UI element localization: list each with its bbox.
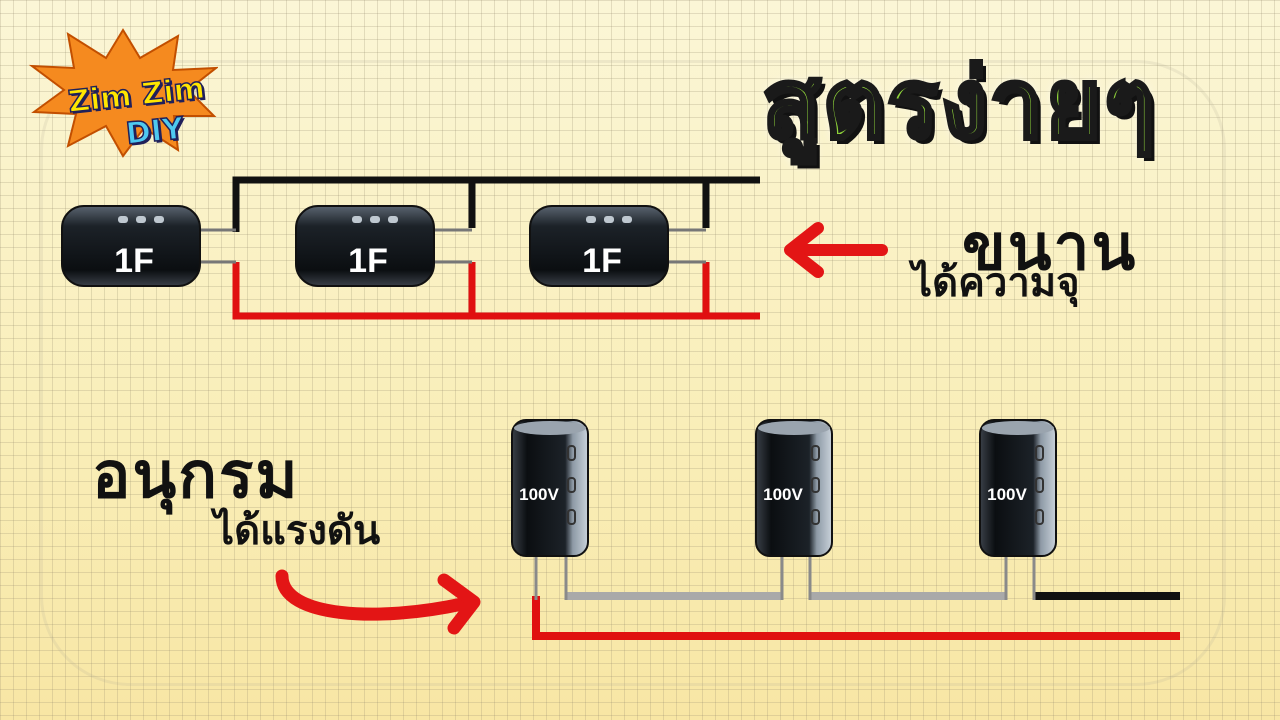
series-sublabel: ได้แรงดัน [214,508,381,554]
parallel-label: ขนาน [962,211,1138,285]
logo-burst [28,28,220,158]
parallel-black-bus [232,176,760,232]
parallel-capacitor-1 [61,205,236,287]
series-capacitor-2 [755,419,833,600]
series-capacitor-1-label: 100V [519,485,559,504]
parallel-arrow [784,222,888,278]
background-watermark [40,60,1226,686]
series-capacitor-2-label: 100V [763,485,803,504]
page-title: สูตรง่ายๆ [760,46,1158,162]
zimzim-diy-logo: Zim Zim DIY [28,28,220,158]
series-arrow [275,569,481,635]
series-wires [532,592,1180,640]
parallel-sublabel: ได้ความจุ [912,260,1080,306]
series-red-wire [532,596,1180,640]
parallel-capacitor-2 [295,205,472,287]
parallel-red-bus [232,262,760,320]
parallel-capacitor-1-label: 1F [114,242,154,280]
parallel-capacitor-3 [529,205,706,287]
series-capacitor-3-label: 100V [987,485,1027,504]
parallel-wires [232,176,760,320]
series-label: อนุกรม [92,439,300,513]
parallel-capacitor-2-label: 1F [348,242,388,280]
series-capacitor-3 [979,419,1057,600]
series-capacitor-1 [511,419,589,600]
parallel-capacitor-3-label: 1F [582,242,622,280]
